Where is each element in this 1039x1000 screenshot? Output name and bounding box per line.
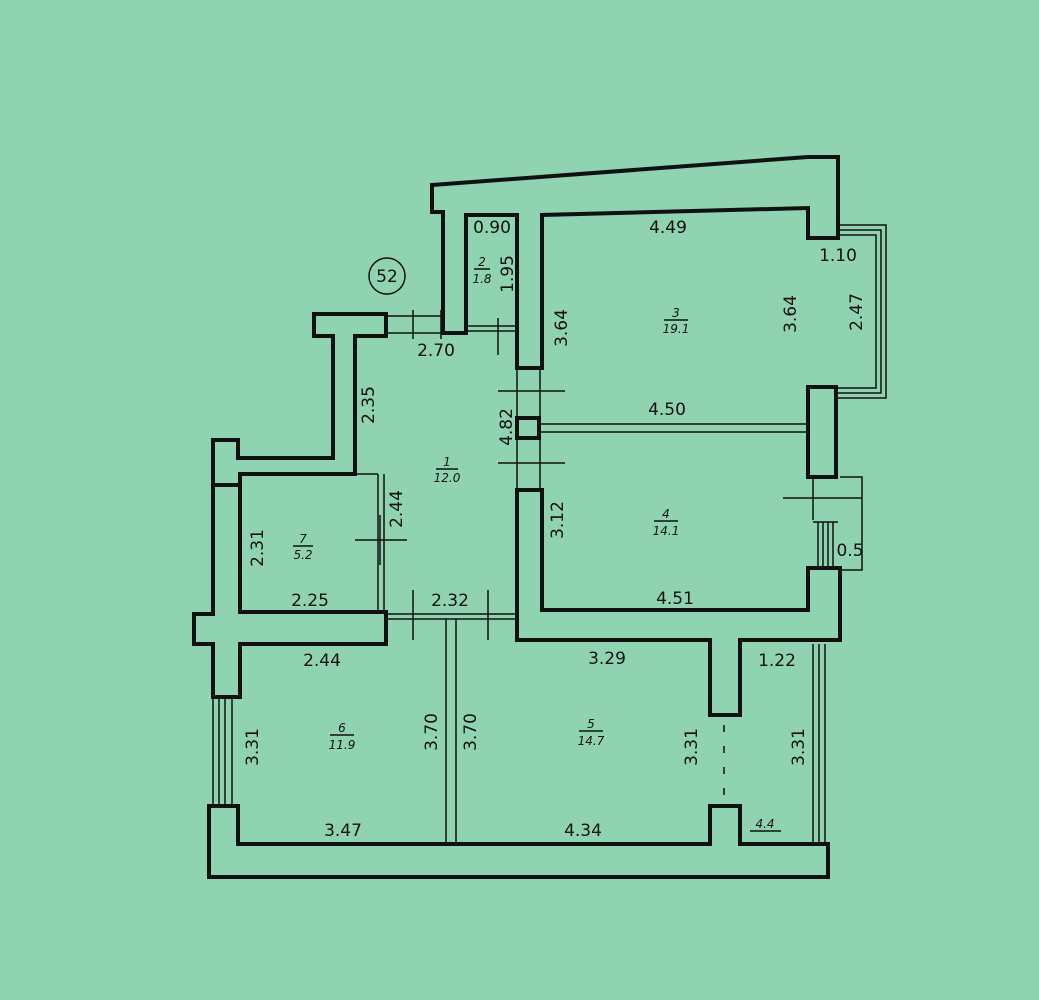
dim-r2-width: 0.90	[473, 218, 511, 238]
dim-r5-top: 3.29	[588, 649, 626, 669]
dim-r1-top: 2.70	[417, 341, 455, 361]
svg-text:14.7: 14.7	[578, 734, 605, 748]
room-3-label: 3 19.1	[663, 306, 690, 336]
dim-r5-right: 3.31	[682, 728, 702, 766]
walls	[192, 155, 842, 879]
dim-r5-left: 3.70	[461, 713, 481, 751]
room-2-label: 2 1.8	[472, 255, 491, 286]
dim-r3-top: 4.49	[649, 218, 687, 238]
room-5-label: 5 14.7	[578, 717, 605, 748]
dim-r2-height: 1.95	[498, 255, 518, 293]
dim-r5-bottom: 4.34	[564, 821, 602, 841]
dim-r1-left: 2.35	[359, 386, 379, 424]
svg-text:5.2: 5.2	[293, 548, 312, 562]
openings	[212, 224, 887, 844]
room-1-label: 1 12.0	[434, 455, 461, 485]
apartment-number-label: 52	[376, 267, 398, 287]
dim-r3-left: 3.64	[552, 309, 572, 347]
wall-stub-middle	[515, 416, 541, 440]
dim-r6-right: 3.70	[422, 713, 442, 751]
dim-r1-right: 4.82	[497, 408, 517, 446]
apartment-number: 52	[368, 257, 406, 295]
room-6-label: 6 11.9	[329, 721, 356, 752]
dim-r6-top: 2.44	[303, 651, 341, 671]
svg-text:2: 2	[478, 255, 486, 269]
svg-text:5: 5	[587, 717, 595, 731]
svg-text:12.0: 12.0	[434, 471, 461, 485]
wall-bottom	[207, 804, 830, 879]
dim-r7-left: 2.31	[248, 529, 268, 567]
svg-text:7: 7	[299, 532, 307, 546]
dim-r4-window: 0.5	[836, 541, 863, 561]
dim-bal2-side: 3.31	[789, 728, 809, 766]
dim-r4-left: 3.12	[548, 501, 568, 539]
dim-r3-right: 3.64	[781, 295, 801, 333]
dimension-labels: 0.90 1.95 4.49 3.64 3.64 1.10 2.47 4.50 …	[243, 218, 867, 841]
wall-top	[430, 155, 840, 370]
svg-text:11.9: 11.9	[329, 738, 356, 752]
balcony-area-label: 4.4	[755, 817, 774, 831]
dim-r6-left: 3.31	[243, 728, 263, 766]
dim-r4-top: 4.50	[648, 400, 686, 420]
dim-bal2-top: 1.22	[758, 651, 796, 671]
svg-text:1.8: 1.8	[472, 272, 491, 286]
dim-r1-lower: 2.44	[387, 490, 407, 528]
room-7-label: 7 5.2	[293, 532, 313, 562]
dim-bal1-top: 1.10	[819, 246, 857, 266]
svg-text:4: 4	[662, 507, 670, 521]
wall-right-middle	[806, 385, 838, 479]
room-labels: 1 12.0 2 1.8 3 19.1 4 14.1 5 14.7 6 11.9	[293, 255, 775, 831]
svg-text:14.1: 14.1	[653, 524, 680, 538]
svg-text:3: 3	[672, 306, 680, 320]
wall-room4-bottom	[515, 488, 842, 717]
dim-r6-bottom: 3.47	[324, 821, 362, 841]
dim-bal1-side: 2.47	[847, 293, 867, 331]
room-4-label: 4 14.1	[653, 507, 680, 538]
svg-text:6: 6	[338, 721, 346, 735]
svg-text:1: 1	[443, 455, 451, 469]
wall-left-wing	[192, 483, 388, 699]
apartment-number-circle	[368, 257, 406, 295]
dim-r4-bottom: 4.51	[656, 589, 694, 609]
svg-text:19.1: 19.1	[663, 322, 690, 336]
dim-r1-bottom: 2.32	[431, 591, 469, 611]
dim-r7-bottom: 2.25	[291, 591, 329, 611]
